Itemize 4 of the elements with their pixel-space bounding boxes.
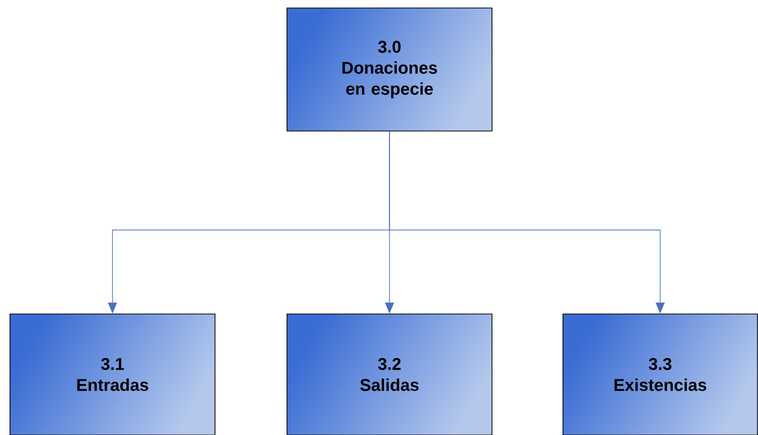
process-box: 3.1 Entradas — [10, 314, 216, 435]
process-box: 3.3 Existencias — [562, 314, 758, 435]
process-box: 3.2 Salidas — [286, 314, 492, 435]
process-box: 3.0 Donaciones en especie — [286, 8, 492, 132]
